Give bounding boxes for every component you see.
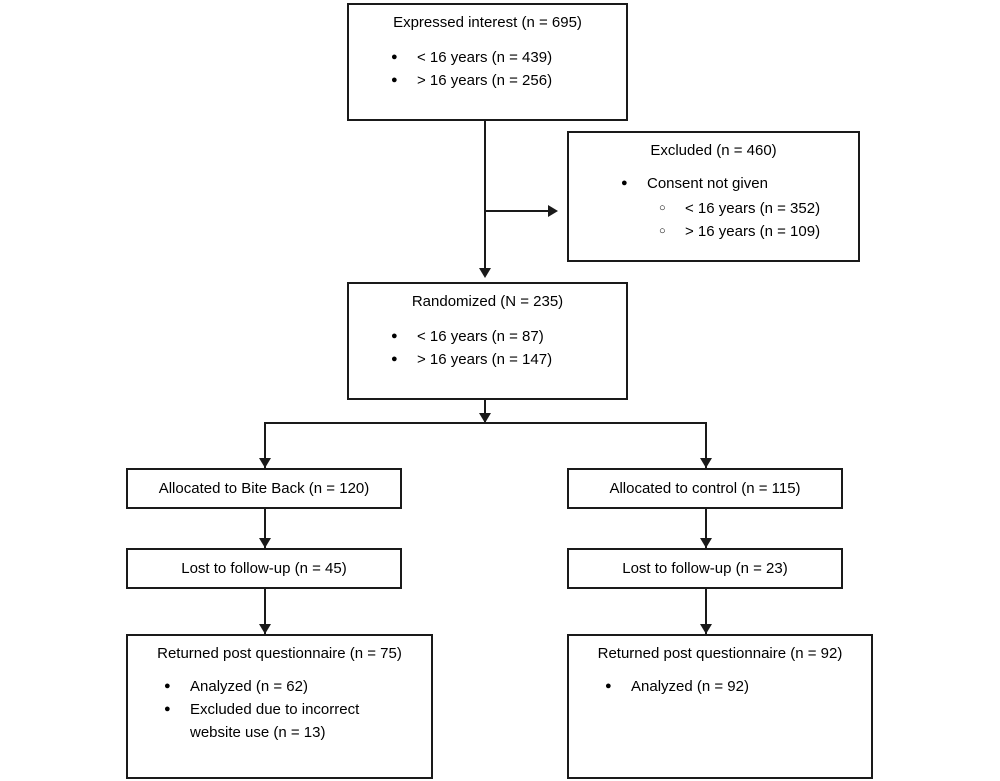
arrowhead-randomized-to-split (479, 413, 491, 423)
arrowhead-intervention-alloc-to-lost (259, 538, 271, 548)
list-item: Analyzed (n = 62) (164, 675, 431, 698)
arrowhead-split-to-control (700, 458, 712, 468)
returned-intervention-bullets: Analyzed (n = 62) Excluded due to incorr… (128, 675, 431, 744)
arrowhead-interest-to-randomized (479, 268, 491, 278)
arrowhead-interest-to-excluded (548, 205, 558, 217)
connector-split-to-control (705, 422, 707, 468)
returned-control-title: Returned post questionnaire (n = 92) (597, 645, 843, 662)
list-item: Analyzed (n = 92) (605, 675, 871, 698)
allocated-control-title: Allocated to control (n = 115) (609, 479, 801, 497)
list-item: > 16 years (n = 147) (391, 348, 626, 371)
lost-control-title: Lost to follow-up (n = 23) (622, 559, 788, 577)
excluded-title: Excluded (n = 460) (650, 142, 777, 159)
node-excluded: Excluded (n = 460) Consent not given < 1… (567, 131, 860, 262)
arrowhead-control-alloc-to-lost (700, 538, 712, 548)
node-returned-intervention: Returned post questionnaire (n = 75) Ana… (126, 634, 433, 779)
split-bar (264, 422, 707, 424)
expressed-interest-bullets: < 16 years (n = 439) > 16 years (n = 256… (349, 46, 626, 92)
arrowhead-control-lost-to-returned (700, 624, 712, 634)
allocated-intervention-title: Allocated to Bite Back (n = 120) (158, 479, 370, 497)
connector-control-lost-to-returned (705, 588, 707, 634)
excluded-bullets: Consent not given (569, 172, 858, 195)
connector-control-alloc-to-lost (705, 508, 707, 548)
connector-interest-to-randomized (484, 120, 486, 268)
node-returned-control: Returned post questionnaire (n = 92) Ana… (567, 634, 873, 779)
randomized-title: Randomized (N = 235) (411, 293, 564, 310)
list-item: < 16 years (n = 87) (391, 325, 626, 348)
list-item: > 16 years (n = 256) (391, 69, 626, 92)
expressed-interest-title: Expressed interest (n = 695) (393, 14, 582, 31)
returned-intervention-title: Returned post questionnaire (n = 75) (157, 645, 402, 662)
list-item: Excluded due to incorrect website use (n… (164, 698, 431, 744)
connector-intervention-alloc-to-lost (264, 508, 266, 548)
connector-intervention-lost-to-returned (264, 588, 266, 634)
node-lost-control: Lost to follow-up (n = 23) (567, 548, 843, 589)
connector-interest-to-excluded (484, 210, 548, 212)
list-item-line-2: website use (n = 13) (190, 724, 326, 741)
connector-split-to-intervention (264, 422, 266, 468)
arrowhead-split-to-intervention (259, 458, 271, 468)
list-item: < 16 years (n = 352) (659, 197, 858, 220)
node-lost-intervention: Lost to follow-up (n = 45) (126, 548, 402, 589)
node-randomized: Randomized (N = 235) < 16 years (n = 87)… (347, 282, 628, 400)
randomized-bullets: < 16 years (n = 87) > 16 years (n = 147) (349, 325, 626, 371)
excluded-subbullets: < 16 years (n = 352) > 16 years (n = 109… (569, 197, 858, 243)
node-expressed-interest: Expressed interest (n = 695) < 16 years … (347, 3, 628, 121)
returned-control-bullets: Analyzed (n = 92) (569, 675, 871, 698)
list-item-line-1: Excluded due to incorrect (190, 701, 360, 718)
node-allocated-intervention: Allocated to Bite Back (n = 120) (126, 468, 402, 509)
list-item: > 16 years (n = 109) (659, 220, 858, 243)
node-allocated-control: Allocated to control (n = 115) (567, 468, 843, 509)
arrowhead-intervention-lost-to-returned (259, 624, 271, 634)
list-item: Consent not given (621, 172, 858, 195)
connector-randomized-to-split (484, 399, 486, 423)
lost-intervention-title: Lost to follow-up (n = 45) (181, 559, 347, 577)
list-item: < 16 years (n = 439) (391, 46, 626, 69)
